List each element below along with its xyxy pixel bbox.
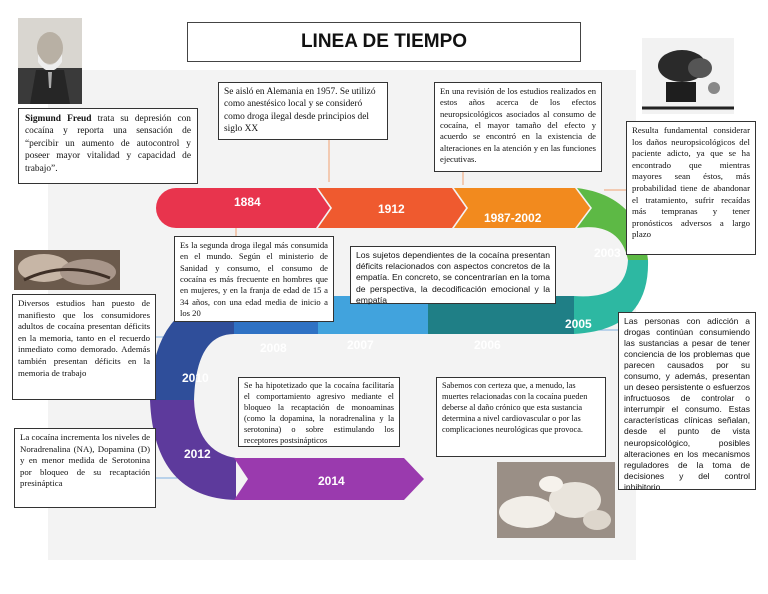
year-label-2014: 2014 [318,474,345,488]
freud-portrait-photo [18,18,82,104]
cocaine-powder-photo [497,462,615,538]
year-label-2005: 2005 [565,317,592,331]
note-freud-text: trata su depresión con cocaína y reporta… [25,114,191,174]
note-1912: Se aisló en Alemania en 1957. Se utilizó… [218,82,388,140]
note-hipotetizado-text: Se ha hipotetizado que la cocaína facili… [244,381,394,445]
note-dependientes: Los sujetos dependientes de la cocaína p… [350,246,556,305]
note-segunda-droga: Es la segunda droga ilegal más consumida… [174,236,334,322]
arrow-1912 [318,188,466,228]
arrow-1884 [156,188,330,228]
note-freud-name: Sigmund Freud [25,114,92,124]
arrow-2010 [150,296,234,400]
year-label-2007: 2007 [347,338,374,352]
note-1987: En una revisión de los estudios realizad… [434,82,602,172]
year-label-2008: 2008 [260,341,287,355]
brain-illustration-photo [642,38,734,114]
arrow-2005 [574,260,649,334]
note-certeza: Sabemos con certeza que, a menudo, las m… [436,377,606,457]
hands-photo [14,250,120,290]
year-label-2003: 2003 [594,246,621,260]
note-segunda-droga-text: Es la segunda droga ilegal más consumida… [180,240,328,319]
note-noradrenalina: La cocaína incrementa los niveles de Nor… [14,428,156,508]
arrow-2014 [234,458,424,500]
arrow-2012 [150,400,236,500]
note-memoria-text: Diversos estudios han puesto de manifies… [18,298,150,378]
note-2003-text: Resulta fundamental considerar los daños… [632,125,750,240]
note-adiccion: Las personas con adicción a drogas conti… [618,312,756,490]
note-certeza-text: Sabemos con certeza que, a menudo, las m… [442,381,588,434]
arrow-1987 [454,188,590,228]
note-dependientes-text: Los sujetos dependientes de la cocaína p… [356,250,550,305]
note-noradrenalina-text: La cocaína incrementa los niveles de Nor… [20,432,150,489]
year-label-2012: 2012 [184,447,211,461]
note-hipotetizado: Se ha hipotetizado que la cocaína facili… [238,377,400,447]
note-2003: Resulta fundamental considerar los daños… [626,121,756,255]
arrow-2006 [412,296,574,334]
year-label-1987: 1987-2002 [484,211,542,225]
page-title: LINEA DE TIEMPO [300,31,468,52]
year-label-1912: 1912 [378,202,405,216]
note-adiccion-text: Las personas con adicción a drogas conti… [624,316,750,490]
year-label-2006: 2006 [474,338,501,352]
year-label-1884: 1884 [234,195,261,209]
note-1987-text: En una revisión de los estudios realizad… [440,86,596,165]
note-1912-text: Se aisló en Alemania en 1957. Se utilizó… [224,87,376,135]
title-box: LINEA DE TIEMPO [187,22,581,62]
note-freud: Sigmund Freud trata su depresión con coc… [18,108,198,184]
note-memoria: Diversos estudios han puesto de manifies… [12,294,156,400]
year-label-2010: 2010 [182,371,209,385]
